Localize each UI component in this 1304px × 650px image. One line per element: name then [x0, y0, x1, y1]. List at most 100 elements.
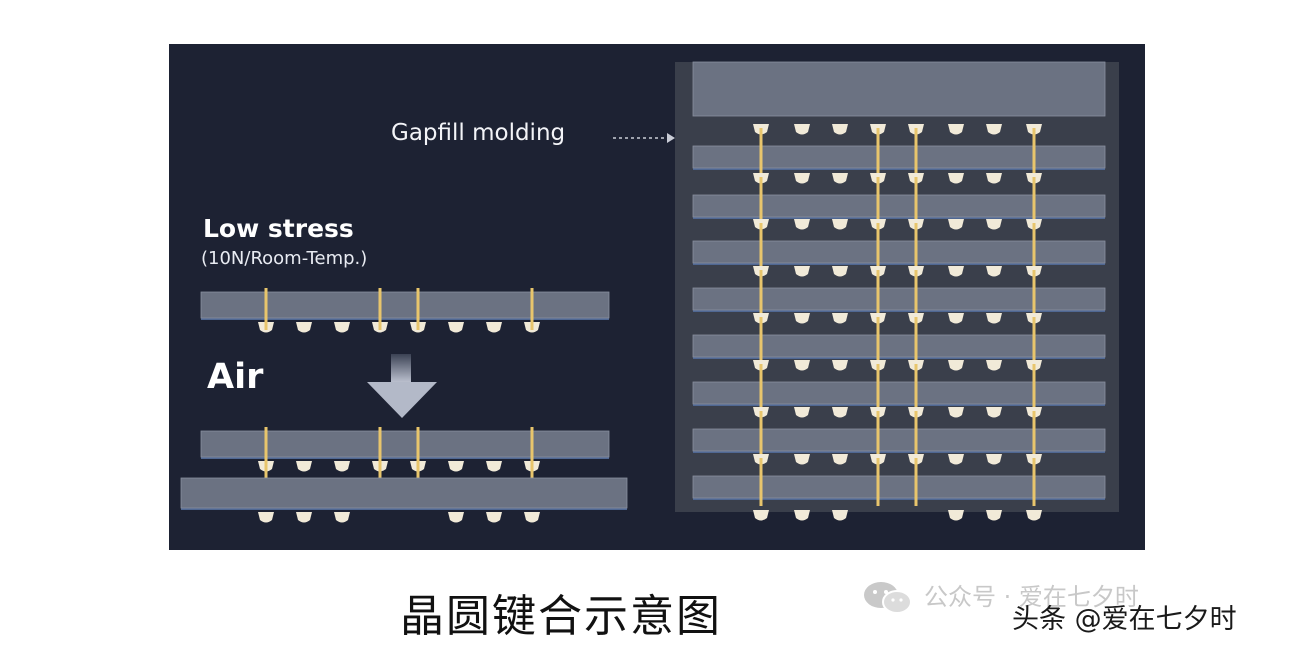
through-via: [1032, 128, 1036, 176]
down-arrow-icon: [367, 354, 437, 418]
solder-bump: [296, 322, 312, 333]
solder-bump: [832, 313, 848, 324]
through-via: [876, 223, 880, 271]
solder-bump: [794, 407, 810, 418]
through-via: [759, 177, 763, 225]
die-layer: [692, 194, 1106, 218]
figure-caption: 晶圆键合示意图: [400, 591, 722, 642]
through-via: [914, 270, 918, 318]
through-via: [530, 288, 534, 330]
solder-bump: [794, 124, 810, 135]
solder-bump: [448, 512, 464, 523]
solder-bump: [794, 266, 810, 277]
solder-bump: [296, 512, 312, 523]
solder-bump: [794, 313, 810, 324]
through-via: [876, 411, 880, 459]
through-via: [416, 288, 420, 330]
through-via: [1032, 364, 1036, 412]
solder-bump: [832, 219, 848, 230]
solder-bump: [753, 510, 769, 521]
through-via: [1032, 177, 1036, 225]
low-stress-stack: [180, 288, 628, 523]
solder-bump: [794, 219, 810, 230]
through-via: [914, 317, 918, 365]
wafer-bonding-diagram: Low stress (10N/Room-Temp.) Air Gapfill …: [169, 44, 1145, 550]
solder-bump: [948, 173, 964, 184]
solder-bump: [948, 510, 964, 521]
air-label: Air: [207, 357, 264, 397]
solder-bump: [334, 512, 350, 523]
solder-bump: [832, 454, 848, 465]
through-via: [1032, 317, 1036, 365]
through-via: [914, 411, 918, 459]
solder-bump: [832, 360, 848, 371]
solder-bump: [948, 360, 964, 371]
through-via: [876, 458, 880, 506]
solder-bump: [486, 322, 502, 333]
through-via: [759, 128, 763, 176]
through-via: [914, 458, 918, 506]
through-via: [759, 364, 763, 412]
through-via: [914, 177, 918, 225]
through-via: [759, 223, 763, 271]
gapfill-stack: [675, 61, 1119, 521]
solder-bump: [448, 461, 464, 472]
through-via: [1032, 223, 1036, 271]
die-layer: [692, 334, 1106, 358]
through-via: [876, 177, 880, 225]
solder-bump: [794, 510, 810, 521]
solder-bump: [948, 454, 964, 465]
diagram-art: [180, 61, 1119, 523]
solder-bump: [334, 322, 350, 333]
solder-bump: [986, 173, 1002, 184]
solder-bump: [948, 219, 964, 230]
watermark-toutiao: 头条 @爱在七夕时: [1012, 604, 1237, 635]
solder-bump: [832, 124, 848, 135]
solder-bump: [832, 510, 848, 521]
solder-bump: [986, 219, 1002, 230]
through-via: [1032, 270, 1036, 318]
through-via: [1032, 458, 1036, 506]
through-via: [759, 458, 763, 506]
through-via: [264, 288, 268, 330]
gapfill-molding-label: Gapfill molding: [391, 120, 566, 146]
die-layer: [692, 381, 1106, 405]
through-via: [378, 288, 382, 330]
through-via: [759, 317, 763, 365]
through-via: [876, 128, 880, 176]
gapfill-pointer-head: [667, 133, 675, 143]
die-layer: [692, 145, 1106, 169]
solder-bump: [794, 454, 810, 465]
low-stress-condition: (10N/Room-Temp.): [201, 248, 368, 269]
die-layer: [200, 291, 610, 319]
solder-bump: [832, 407, 848, 418]
solder-bump: [832, 173, 848, 184]
watermark-wechat: 公众号 · 爱在七夕时: [924, 583, 1139, 611]
top-die: [692, 61, 1106, 117]
solder-bump: [296, 461, 312, 472]
die-layer: [692, 240, 1106, 264]
solder-bump: [948, 407, 964, 418]
solder-bump: [258, 512, 274, 523]
through-via: [378, 427, 382, 489]
low-stress-label: Low stress: [203, 214, 354, 243]
through-via: [876, 317, 880, 365]
through-via: [530, 427, 534, 489]
die-layer: [692, 287, 1106, 311]
solder-bump: [1026, 510, 1042, 521]
through-via: [759, 270, 763, 318]
solder-bump: [832, 266, 848, 277]
through-via: [914, 128, 918, 176]
through-via: [1032, 411, 1036, 459]
solder-bump: [986, 510, 1002, 521]
die-layer: [692, 475, 1106, 499]
die-layer: [180, 477, 628, 509]
solder-bump: [794, 360, 810, 371]
die-layer: [692, 428, 1106, 452]
solder-bump: [486, 512, 502, 523]
through-via: [759, 411, 763, 459]
through-via: [914, 364, 918, 412]
through-via: [416, 427, 420, 489]
through-via: [876, 270, 880, 318]
solder-bump: [486, 461, 502, 472]
